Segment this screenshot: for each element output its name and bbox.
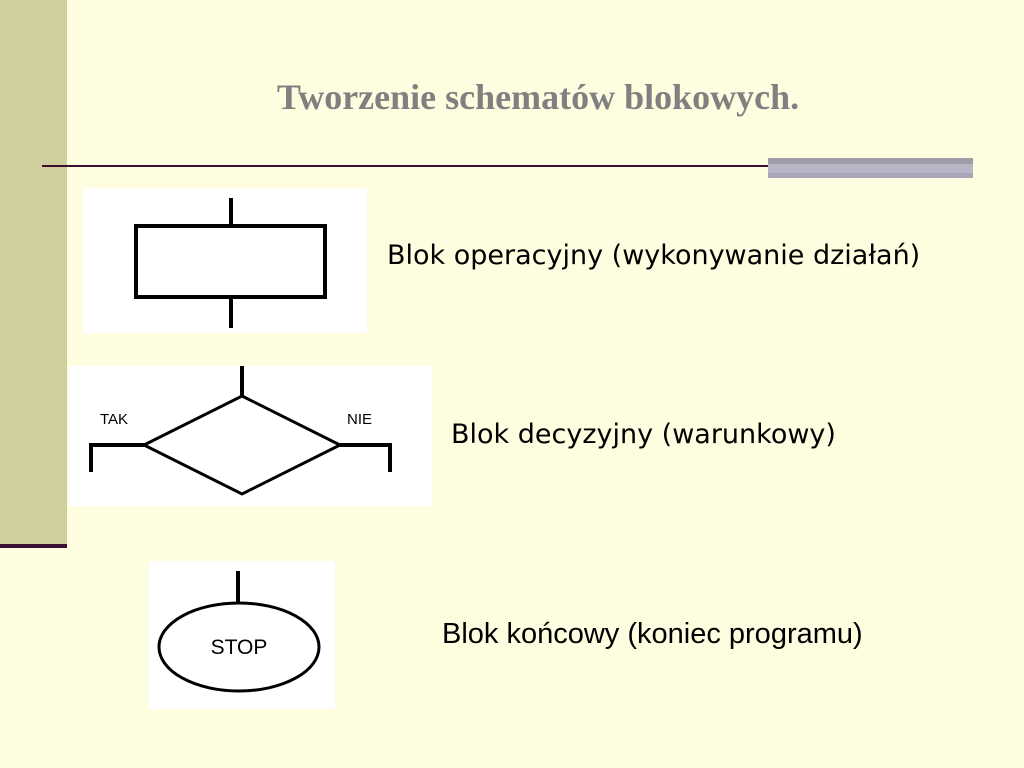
accent-bar-top-stripe bbox=[768, 158, 973, 164]
decision-block-diagram: TAK NIE bbox=[89, 366, 392, 496]
operation-block-rectangle bbox=[134, 224, 327, 299]
decision-block-diamond bbox=[140, 394, 344, 496]
title-divider-line bbox=[42, 165, 772, 167]
end-block-stop-label: STOP bbox=[211, 636, 268, 659]
decision-block-no-branch bbox=[340, 443, 392, 472]
end-block-description: Blok końcowy (koniec programu) bbox=[442, 618, 863, 650]
decision-yes-label: TAK bbox=[100, 411, 128, 428]
operation-block-diagram bbox=[134, 198, 327, 328]
decision-block-yes-branch bbox=[89, 443, 144, 472]
accent-bar-bottom-stripe bbox=[768, 173, 973, 178]
end-block-diagram: STOP bbox=[157, 571, 321, 693]
operation-block-image bbox=[83, 188, 367, 333]
slide-title: Tworzenie schematów blokowych. bbox=[276, 77, 800, 117]
decision-block-image: TAK NIE bbox=[68, 366, 432, 506]
end-block-image: STOP bbox=[149, 561, 335, 709]
operation-block-description: Blok operacyjny (wykonywanie działań) bbox=[387, 240, 921, 271]
decision-no-label: NIE bbox=[347, 411, 372, 428]
decision-block-description: Blok decyzyjny (warunkowy) bbox=[451, 419, 836, 450]
left-band-divider bbox=[0, 544, 67, 548]
end-block-ellipse bbox=[157, 601, 321, 693]
left-decorative-band bbox=[0, 0, 67, 545]
